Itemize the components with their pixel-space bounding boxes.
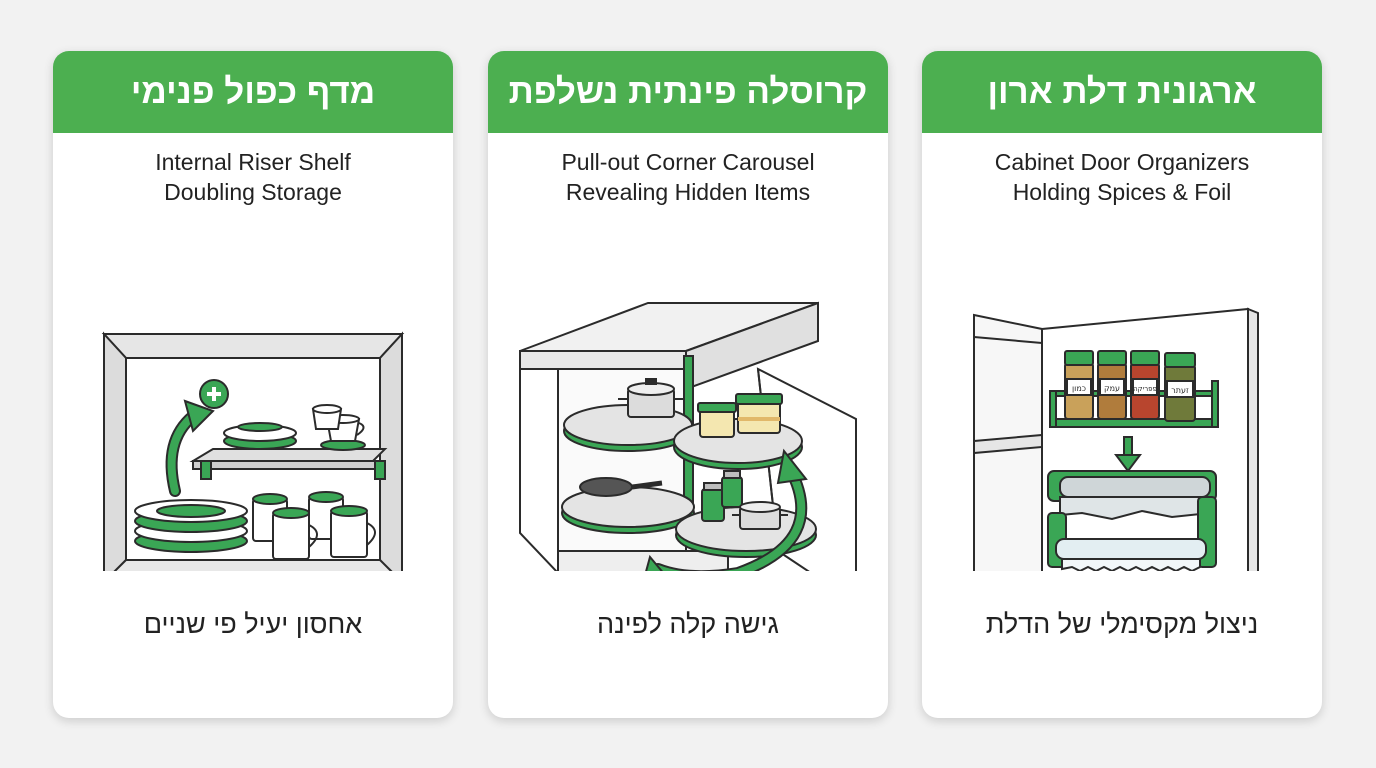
- card-subtitle: Pull-out Corner Carousel Revealing Hidde…: [488, 147, 888, 207]
- subtitle-line-2: Revealing Hidden Items: [565, 179, 811, 205]
- jar-icon: [701, 470, 743, 522]
- subtitle-line-1: Internal Riser Shelf: [155, 149, 351, 175]
- card-subtitle: Cabinet Door Organizers Holding Spices &…: [922, 147, 1322, 207]
- subtitle-line-2: Holding Spices & Foil: [1012, 179, 1232, 205]
- subtitle-line-2: Doubling Storage: [164, 179, 342, 205]
- spice-jar-icon: כמון: [1064, 350, 1094, 420]
- spice-jar-icon: פפריקה: [1130, 350, 1160, 420]
- card-corner-carousel: קרוסלה פינתית נשלפת Pull-out Corner Caro…: [488, 51, 888, 718]
- card-title: ארגונית דלת ארון: [922, 51, 1322, 133]
- riser-shelf-icon: [189, 448, 388, 480]
- spice-label: פפריקה: [1133, 385, 1157, 393]
- foil-dispenser-icon: [1047, 470, 1217, 571]
- card-internal-riser-shelf: מדף כפול פנימי Internal Riser Shelf Doub…: [53, 51, 453, 718]
- plates-stack-icon: [134, 499, 248, 553]
- small-plates-icon: [223, 422, 297, 450]
- rotation-arrow-icon: [645, 448, 808, 571]
- card-caption: גישה קלה לפינה: [597, 609, 779, 639]
- frying-pan-icon: [579, 477, 663, 497]
- mugs-icon: [252, 491, 376, 560]
- corner-cabinet-icon: [519, 301, 857, 571]
- subtitle-line-1: Pull-out Corner Carousel: [561, 149, 815, 175]
- spice-jar-icon: עמק: [1097, 350, 1127, 420]
- card-caption: אחסון יעיל פי שניים: [143, 609, 363, 639]
- card-caption: ניצול מקסימלי של הדלת: [985, 609, 1259, 639]
- card-title: מדף כפול פנימי: [53, 51, 453, 133]
- door-organizer-illustration: כמון עמק פפריקה זעתר: [922, 251, 1322, 571]
- cooking-pot-icon: [618, 378, 684, 418]
- teacup-icon: [311, 404, 343, 430]
- card-door-organizer: ארגונית דלת ארון Cabinet Door Organizers…: [922, 51, 1322, 718]
- spice-label: כמון: [1072, 384, 1086, 393]
- cooking-pot-icon: [732, 501, 788, 530]
- corner-carousel-illustration: [488, 251, 888, 571]
- add-circle-icon: [199, 379, 229, 409]
- spice-label: עמק: [1104, 384, 1120, 393]
- curved-up-arrow-icon: [165, 399, 215, 497]
- spice-jar-icon: זעתר: [1164, 352, 1196, 422]
- card-subtitle: Internal Riser Shelf Doubling Storage: [53, 147, 453, 207]
- food-container-icon: [697, 393, 783, 438]
- riser-shelf-illustration: [53, 251, 453, 571]
- spice-label: זעתר: [1171, 386, 1189, 395]
- card-title: קרוסלה פינתית נשלפת: [488, 51, 888, 133]
- subtitle-line-1: Cabinet Door Organizers: [994, 149, 1250, 175]
- down-arrow-icon: [1114, 436, 1142, 473]
